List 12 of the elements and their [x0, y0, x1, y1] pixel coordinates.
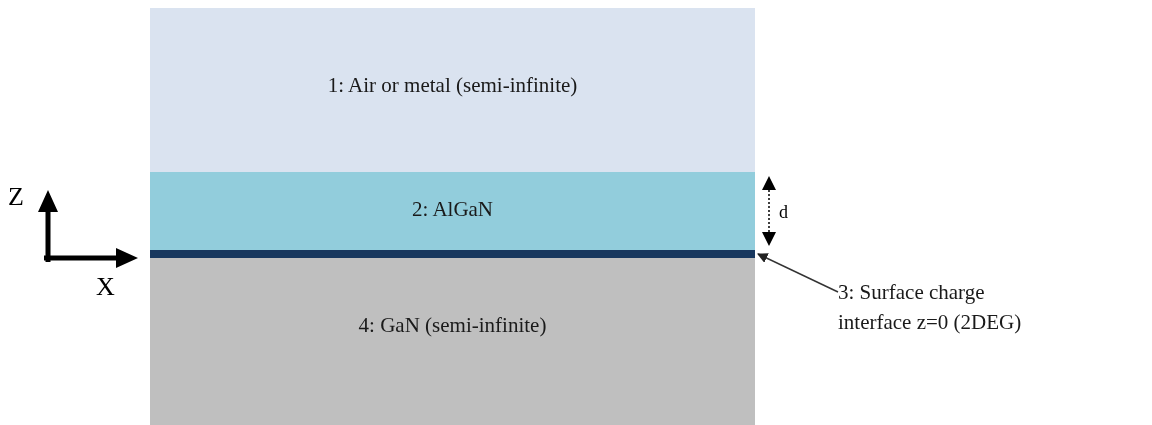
layer-label: 2: AlGaN	[411, 196, 494, 223]
dimension-label: d	[779, 203, 788, 221]
interface-band	[150, 250, 755, 258]
callout-text: 3: Surface charge interface z=0 (2DEG)	[838, 277, 1053, 337]
layer-label: 4: GaN (semi-infinite)	[358, 312, 547, 339]
leader-arrow	[757, 253, 839, 293]
layer-box	[150, 172, 755, 250]
axis-label: Z	[8, 184, 24, 210]
layer-box	[150, 258, 755, 425]
axis-label: X	[96, 274, 115, 300]
layer-box	[150, 8, 755, 172]
layer-label: 1: Air or metal (semi-infinite)	[327, 72, 578, 99]
